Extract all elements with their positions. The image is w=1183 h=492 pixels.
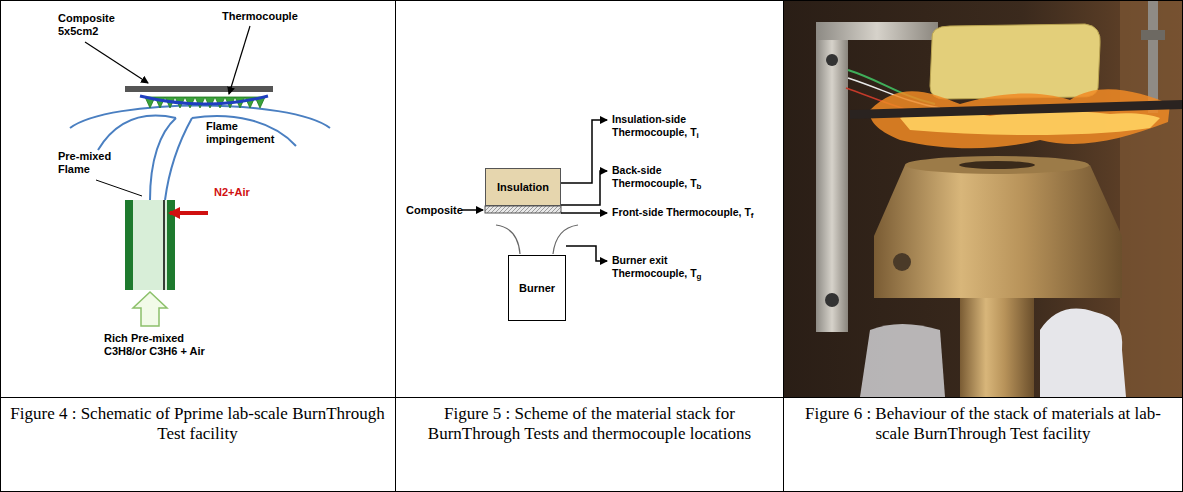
leader-line <box>96 180 142 196</box>
inflow-arrow <box>133 292 167 326</box>
subscript: g <box>697 272 702 281</box>
figure-caption: Figure 4 : Schematic of Pprime lab-scale… <box>0 398 395 450</box>
figure-caption: Figure 6 : Behaviour of the stack of mat… <box>784 398 1182 450</box>
thermocouple-lead <box>566 246 607 261</box>
wood-panel <box>1120 1 1182 397</box>
box-label: Burner <box>519 282 555 294</box>
annotation-label: Rich Pre-mixed C3H8/or C3H6 + Air <box>104 332 205 358</box>
bolt <box>826 54 838 66</box>
burner-top <box>905 156 1089 174</box>
nut <box>1141 30 1165 40</box>
burner-body <box>874 236 1122 298</box>
insulation-block <box>930 24 1100 99</box>
burner-schematic <box>70 26 330 326</box>
leader-arrow <box>85 42 148 83</box>
flow-line <box>98 116 176 150</box>
column-rule <box>395 0 396 492</box>
photo-background <box>784 1 1182 397</box>
flame-arc <box>553 225 578 254</box>
burner-screw <box>893 253 911 271</box>
burner-tube <box>125 200 175 290</box>
annotation-label: Burner exit Thermocouple, Tg <box>612 254 701 280</box>
annotation-label: Pre-mixed Flame <box>58 150 111 176</box>
flame <box>870 89 1170 148</box>
thermocouple-lead <box>561 171 607 205</box>
annotation-label: Composite 5x5cm2 <box>58 12 115 38</box>
burner-box: Burner <box>508 255 566 321</box>
burner-bore <box>133 200 167 290</box>
gas-inlet-arrow <box>170 211 208 215</box>
figure-caption: Figure 5 : Scheme of the material stack … <box>396 398 783 450</box>
box-label: Insulation <box>497 181 549 193</box>
flow-line <box>150 118 176 200</box>
leader-arrow <box>229 26 250 94</box>
burner-shaft <box>960 298 1034 397</box>
burner-head <box>874 165 1122 236</box>
composite-sample <box>850 100 1183 119</box>
holder-post <box>816 22 848 332</box>
flame-arc <box>496 225 520 254</box>
holder-arm <box>816 22 938 40</box>
thermocouple-wire <box>140 96 268 104</box>
annotation-label: Composite <box>406 204 463 217</box>
insulation-box: Insulation <box>485 168 561 206</box>
subscript: i <box>697 131 699 140</box>
leader-arrow <box>462 209 483 211</box>
flow-line <box>192 116 296 146</box>
burner-outlet <box>959 161 1035 169</box>
annotation-label: Flame impingement <box>206 120 274 146</box>
flow-line <box>165 118 192 200</box>
subscript: f <box>751 211 754 220</box>
annotation-label: Thermocouple <box>222 10 298 23</box>
column-rule <box>783 0 784 492</box>
annotation-label: Back-side Thermocouple, Tb <box>612 164 701 190</box>
test-photo <box>784 1 1183 397</box>
subscript: b <box>697 182 702 191</box>
bolt <box>825 293 839 307</box>
burner-wall <box>163 200 165 290</box>
threaded-rod <box>1148 1 1158 113</box>
material-stack <box>462 120 607 261</box>
annotation-label: Insulation-side Thermocouple, Ti <box>612 113 699 139</box>
thermocouple-lead <box>561 212 607 214</box>
insulation-wool <box>860 324 945 397</box>
row-rule <box>0 397 1183 398</box>
insulation-wool <box>1040 309 1126 397</box>
annotation-label: Front-side Thermocouple, Tf <box>612 206 754 219</box>
composite-plate <box>125 86 273 92</box>
composite-layer <box>485 206 561 213</box>
annotation-label: N2+Air <box>214 186 250 199</box>
